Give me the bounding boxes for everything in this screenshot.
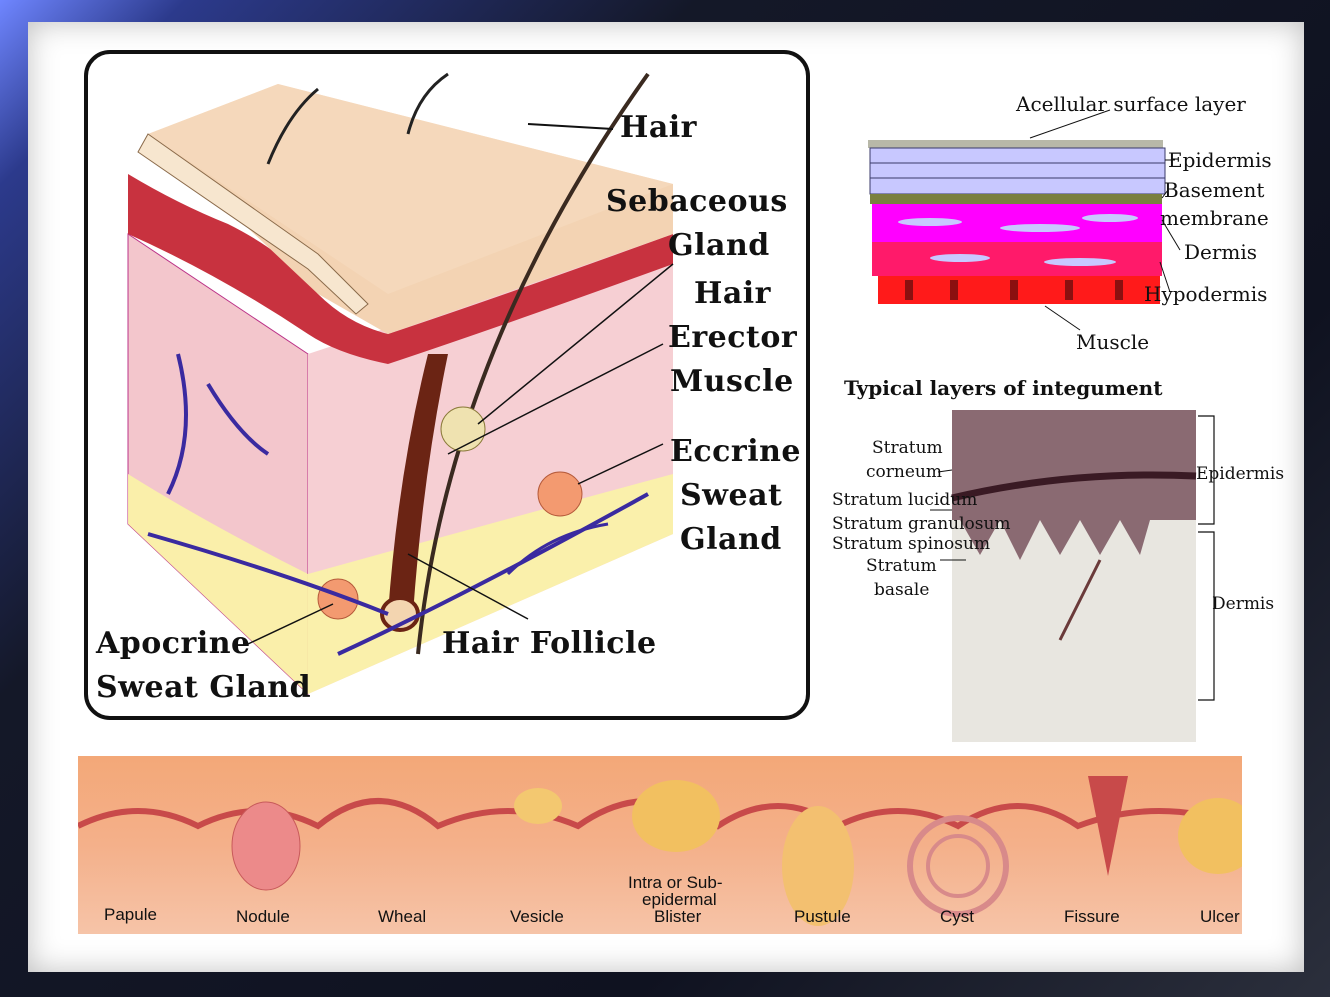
skin-cross-section-diagram [84, 50, 810, 720]
label-stratum-basale: Stratum [866, 556, 937, 576]
label-hair-erector-muscle: Muscle [670, 364, 794, 399]
label-stratum-spinosum: Stratum spinosum [832, 534, 991, 554]
label-hair: Hair [620, 110, 697, 145]
lesions-illustration [78, 756, 1242, 934]
label-muscle: Muscle [1076, 330, 1150, 354]
label-vesicle: Vesicle [510, 907, 564, 926]
label-basement: Basement [1164, 178, 1265, 202]
label-hair-erector: Erector [668, 320, 798, 355]
label-eccrine-sweat: Sweat [680, 478, 783, 513]
skin-lesions-strip [78, 756, 1242, 934]
label-stratum-lucidum: Stratum lucidum [832, 490, 978, 510]
label-blister-line3: Blister [654, 907, 702, 926]
label-layer-epidermis: Epidermis [1168, 148, 1272, 172]
label-nodule: Nodule [236, 907, 290, 926]
label-blister-line1: Intra or Sub- [628, 873, 723, 892]
label-eccrine: Eccrine [670, 434, 801, 469]
label-cyst: Cyst [940, 907, 974, 926]
label-membrane: membrane [1160, 206, 1269, 230]
label-histology-epidermis: Epidermis [1196, 464, 1285, 484]
label-hypodermis: Hypodermis [1144, 282, 1268, 306]
label-blister-line2: epidermal [642, 890, 717, 909]
label-layer-dermis: Dermis [1184, 240, 1258, 264]
label-hair-follicle: Hair Follicle [442, 626, 657, 661]
label-fissure: Fissure [1064, 907, 1120, 926]
label-papule: Papule [104, 905, 157, 924]
label-apocrine: Apocrine [96, 626, 251, 661]
label-ulcer: Ulcer [1200, 907, 1240, 926]
caption-typical-layers: Typical layers of integument [844, 376, 1163, 400]
label-histology-dermis: Dermis [1212, 594, 1275, 614]
label-corneum: corneum [866, 462, 942, 482]
label-acellular-surface: Acellular surface layer [1016, 92, 1246, 116]
label-stratum-corneum: Stratum [872, 438, 943, 458]
label-sebaceous-gland: Gland [668, 228, 770, 263]
label-pustule: Pustule [794, 907, 851, 926]
label-sebaceous: Sebaceous [606, 184, 788, 219]
label-eccrine-gland: Gland [680, 522, 782, 557]
label-wheal: Wheal [378, 907, 427, 926]
label-stratum-granulosum: Stratum granulosum [832, 514, 1011, 534]
skin-block-illustration [127, 72, 674, 696]
label-hair-erector-hair: Hair [694, 276, 771, 311]
label-apocrine-sweat-gland: Sweat Gland [96, 670, 312, 705]
label-basale: basale [874, 580, 930, 600]
